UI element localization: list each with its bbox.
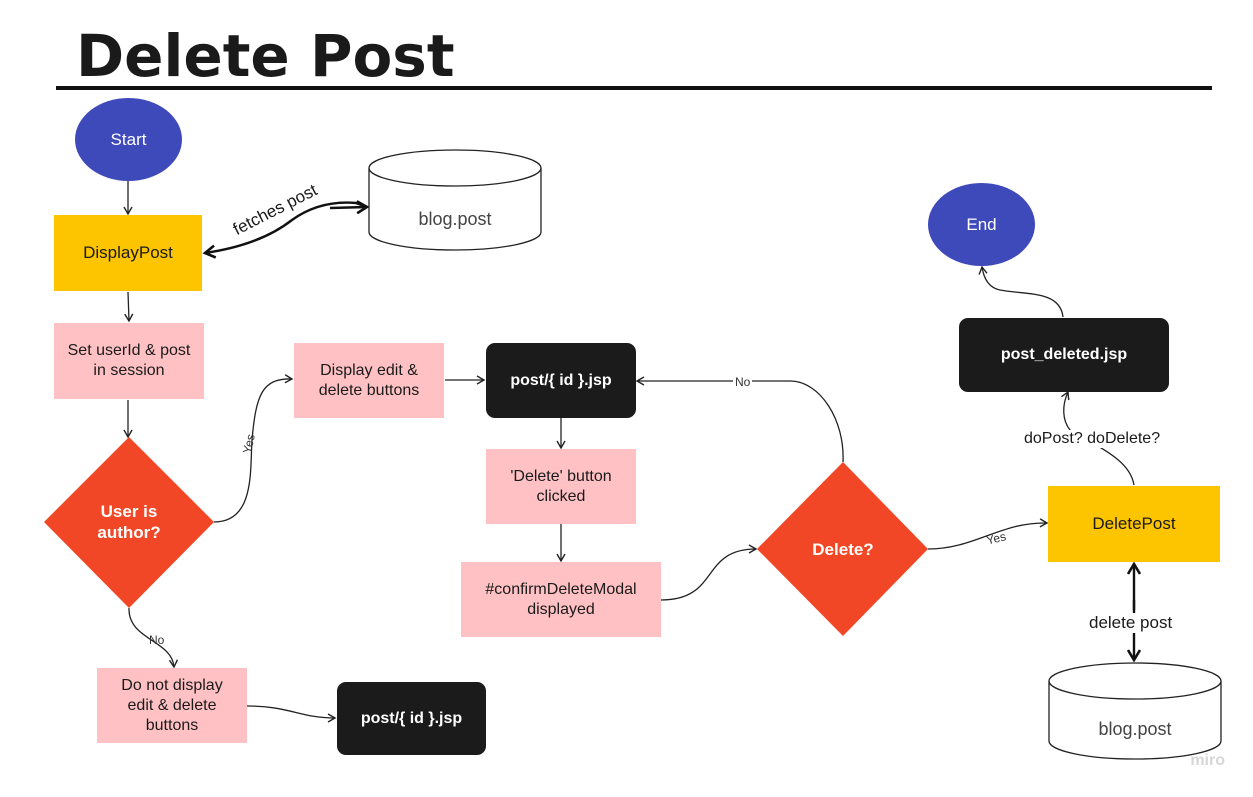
- miro-watermark: miro: [1190, 752, 1225, 769]
- displaypost-node: DisplayPost: [54, 215, 202, 291]
- db-top-label: blog.post: [418, 208, 492, 229]
- deletepost-node: DeletePost: [1048, 486, 1220, 562]
- confirm-modal-line-1: #confirmDeleteModal: [485, 580, 637, 598]
- decision-delete: [757, 462, 928, 636]
- set-session-line-2: in session: [93, 362, 165, 379]
- edge-fetches-post: [205, 201, 368, 253]
- edge-fetches-post-tail: [329, 207, 367, 208]
- edge-decision-no: [635, 376, 844, 463]
- user-is-author-label: User is author?: [69, 492, 189, 552]
- do-post-label: doPost? doDelete?: [1022, 430, 1163, 448]
- user-is-author-line-2: author?: [97, 523, 161, 542]
- post-deleted-jsp-node: post_deleted.jsp: [959, 318, 1169, 392]
- confirm-modal-line-2: displayed: [527, 600, 595, 618]
- display-buttons-line-2: delete buttons: [318, 381, 420, 399]
- title-underline: [56, 86, 1212, 90]
- confirm-modal-node: #confirmDeleteModal displayed: [461, 562, 661, 637]
- delete-clicked-line-1: 'Delete' button: [510, 467, 612, 485]
- page-title: Delete Post: [76, 22, 455, 90]
- edge-decision-yes: [927, 518, 1049, 550]
- edge-donot-to-jsp: [246, 705, 337, 723]
- edge-displaypost-to-session: [124, 291, 134, 323]
- delete-decision-label: Delete?: [812, 539, 874, 559]
- end-node: End: [928, 183, 1035, 266]
- edge-deleted-to-end: [978, 265, 1064, 318]
- post-jsp-top-label: post/{ id }.jsp: [510, 371, 612, 389]
- end-label: End: [966, 214, 997, 234]
- edge-author-yes: [213, 374, 294, 523]
- post-deleted-jsp-label: post_deleted.jsp: [1000, 346, 1128, 363]
- delete-clicked-line-2: clicked: [536, 487, 586, 505]
- db-bottom-label: blog.post: [1098, 718, 1172, 739]
- delete-clicked-node: 'Delete' button clicked: [486, 449, 636, 524]
- set-session-line-1: Set userId & post: [67, 342, 191, 359]
- set-session-node: Set userId & post in session: [54, 323, 204, 399]
- no-delete-label: No: [733, 375, 753, 389]
- database-bottom-icon: [1048, 662, 1222, 760]
- display-buttons-node: Display edit & delete buttons: [294, 343, 444, 418]
- do-not-display-node: Do not display edit & delete buttons: [97, 668, 247, 743]
- do-not-display-line-2: edit & delete: [127, 696, 217, 714]
- user-is-author-line-1: User is: [100, 502, 158, 521]
- decision-user-is-author: [44, 437, 214, 608]
- start-label: Start: [110, 129, 147, 149]
- edge-modal-to-decision: [660, 544, 758, 601]
- database-top-icon: [368, 149, 542, 251]
- edge-author-no: [128, 607, 179, 669]
- deletepost-label: DeletePost: [1092, 514, 1176, 533]
- delete-post-db-label: delete post: [1087, 613, 1175, 633]
- display-buttons-line-1: Display edit &: [320, 361, 418, 379]
- no-author-label: No: [149, 633, 165, 647]
- do-not-display-line-1: Do not display: [121, 676, 223, 694]
- do-not-display-line-3: buttons: [145, 716, 199, 734]
- post-jsp-bottom-node: post/{ id }.jsp: [337, 682, 486, 755]
- post-jsp-top-node: post/{ id }.jsp: [486, 343, 636, 418]
- post-jsp-bottom-label: post/{ id }.jsp: [360, 709, 463, 727]
- displaypost-label: DisplayPost: [83, 243, 173, 262]
- start-node: Start: [75, 98, 182, 181]
